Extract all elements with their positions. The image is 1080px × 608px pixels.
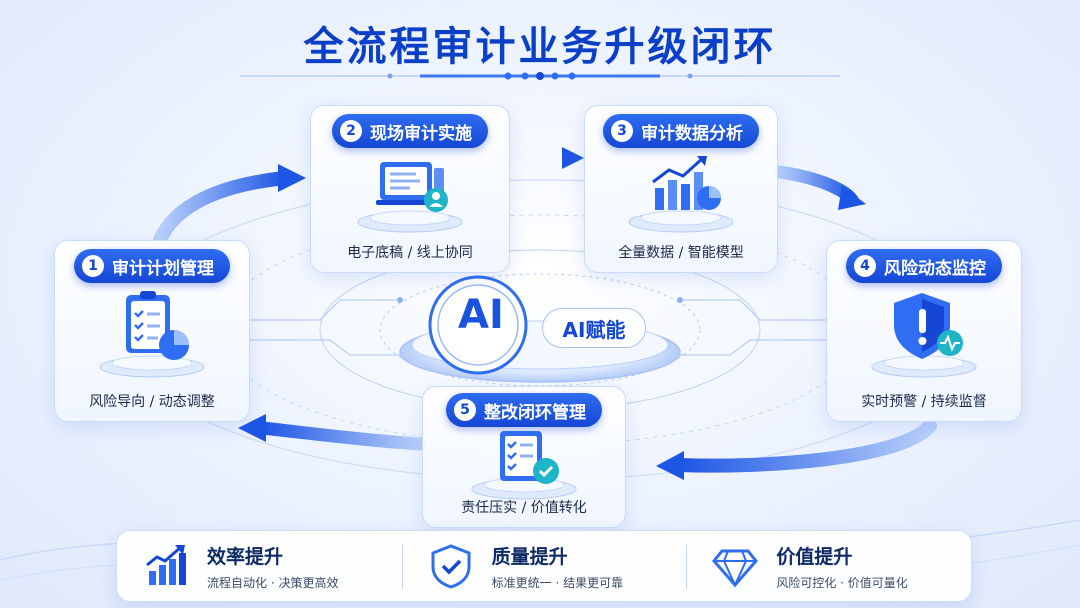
stage-card-3: 3 审计数据分析 全量数据 / 智能模型 xyxy=(584,105,778,273)
stage-4-header: 4 风险动态监控 xyxy=(846,249,1002,283)
stage-card-2: 2 现场审计实施 电子底稿 / 线上协同 xyxy=(310,105,510,273)
bar-growth-icon xyxy=(146,545,186,585)
stage-3-number: 3 xyxy=(611,120,633,142)
stage-4-title: 风险动态监控 xyxy=(884,258,986,279)
title-underline-decoration xyxy=(240,72,840,80)
computer-user-icon xyxy=(357,162,463,233)
benefit-quality-subtitle: 标准更统一 · 结果更可靠 xyxy=(491,575,624,590)
stage-2-header: 2 现场审计实施 xyxy=(332,114,488,148)
benefit-quality-title: 质量提升 xyxy=(491,545,568,568)
benefits-bar: 效率提升 流程自动化 · 决策更高效 质量提升 标准更统一 · 结果更可靠 价值… xyxy=(116,530,972,602)
stage-1-caption: 风险导向 / 动态调整 xyxy=(89,394,215,410)
benefit-value: 价值提升 风险可控化 · 价值可量化 xyxy=(686,531,971,601)
benefit-value-subtitle: 风险可控化 · 价值可量化 xyxy=(776,575,908,590)
ai-mark: AI xyxy=(458,292,504,338)
stage-card-1: 1 审计计划管理 风险导向 / 动态调整 xyxy=(54,240,250,422)
diamond-icon xyxy=(712,549,759,588)
stage-5-title: 整改闭环管理 xyxy=(484,402,586,423)
stage-5-number: 5 xyxy=(454,399,476,421)
benefit-value-title: 价值提升 xyxy=(776,545,853,568)
stage-card-5: 5 整改闭环管理 责任压实 / 价值转化 xyxy=(422,386,626,528)
stage-1-header: 1 审计计划管理 xyxy=(74,249,230,283)
stage-4-caption: 实时预警 / 持续监督 xyxy=(861,394,987,410)
document-check-icon xyxy=(471,431,577,500)
stage-1-number: 1 xyxy=(82,255,104,277)
shield-check-icon xyxy=(431,544,471,589)
stage-3-title: 审计数据分析 xyxy=(641,123,743,144)
benefit-quality: 质量提升 标准更统一 · 结果更可靠 xyxy=(401,531,687,601)
stage-4-number: 4 xyxy=(854,255,876,277)
stage-1-title: 审计计划管理 xyxy=(112,258,214,279)
stage-3-header: 3 审计数据分析 xyxy=(603,114,759,148)
stage-card-4: 4 风险动态监控 实时预警 / 持续监督 xyxy=(826,240,1022,422)
benefit-efficiency-title: 效率提升 xyxy=(207,545,284,568)
stage-2-title: 现场审计实施 xyxy=(370,123,472,144)
stage-5-header: 5 整改闭环管理 xyxy=(446,393,602,427)
stage-2-caption: 电子底稿 / 线上协同 xyxy=(347,245,473,261)
stage-5-caption: 责任压实 / 价值转化 xyxy=(461,500,587,516)
ai-label: AI赋能 xyxy=(542,308,646,348)
ai-hub: AI AI赋能 xyxy=(400,272,680,382)
stage-2-number: 2 xyxy=(340,120,362,142)
clipboard-pie-icon xyxy=(99,291,205,378)
benefit-efficiency-subtitle: 流程自动化 · 决策更高效 xyxy=(207,575,339,590)
page-title: 全流程审计业务升级闭环 xyxy=(303,24,777,70)
shield-alert-icon xyxy=(871,293,977,378)
benefit-efficiency: 效率提升 流程自动化 · 决策更高效 xyxy=(117,531,402,601)
bar-chart-growth-icon xyxy=(628,156,734,233)
stage-3-caption: 全量数据 / 智能模型 xyxy=(618,245,744,261)
